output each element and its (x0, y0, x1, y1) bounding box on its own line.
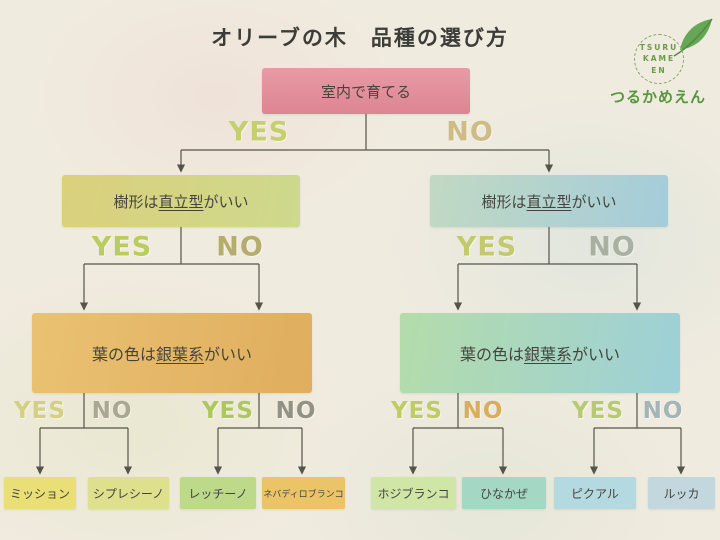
logo-circle-line: KAME (642, 54, 676, 64)
variety-box: ネバディロブランコ (262, 477, 345, 509)
question-text: 樹形は直立型がいい (113, 192, 249, 211)
no-label: NO (462, 398, 504, 424)
yes-label: YES (456, 231, 518, 263)
logo-circle-line: TSURU (639, 43, 679, 53)
no-label: NO (642, 398, 684, 424)
variety-box: ルッカ (648, 477, 715, 509)
variety-box: シプレシーノ (88, 477, 169, 509)
logo-circle-line: EN (651, 65, 667, 75)
logo-circle: TSURU KAME EN (634, 34, 684, 84)
yes-label: YES (391, 398, 443, 424)
brand-name: つるかめえん (609, 88, 706, 106)
question-shape-left: 樹形は直立型がいい (62, 175, 300, 227)
variety-box: ミッション (4, 477, 76, 509)
question-text: 葉の色は銀葉系がいい (459, 345, 621, 364)
brand-logo: TSURU KAME EN つるかめえん (598, 10, 718, 106)
question-leafcolor-right: 葉の色は銀葉系がいい (400, 313, 680, 393)
no-label: NO (216, 231, 264, 263)
question-text: 樹形は直立型がいい (481, 192, 617, 211)
yes-label: YES (228, 116, 290, 148)
variety-box: ピクアル (554, 477, 636, 509)
page-title: オリーブの木 品種の選び方 (211, 26, 509, 50)
question-text: 室内で育てる (320, 82, 411, 101)
no-label: NO (446, 116, 494, 148)
no-label: NO (91, 398, 133, 424)
variety-box: ひなかぜ (462, 477, 546, 509)
variety-box: ホジブランコ (371, 477, 456, 509)
question-indoor: 室内で育てる (262, 68, 470, 114)
question-shape-right: 樹形は直立型がいい (430, 175, 668, 227)
no-label: NO (588, 231, 636, 263)
yes-label: YES (14, 398, 66, 424)
question-text: 葉の色は銀葉系がいい (91, 345, 253, 364)
no-label: NO (275, 398, 317, 424)
variety-box: レッチーノ (180, 477, 256, 509)
yes-label: YES (202, 398, 254, 424)
yes-label: YES (91, 231, 153, 263)
yes-label: YES (572, 398, 624, 424)
question-leafcolor-left: 葉の色は銀葉系がいい (32, 313, 312, 393)
